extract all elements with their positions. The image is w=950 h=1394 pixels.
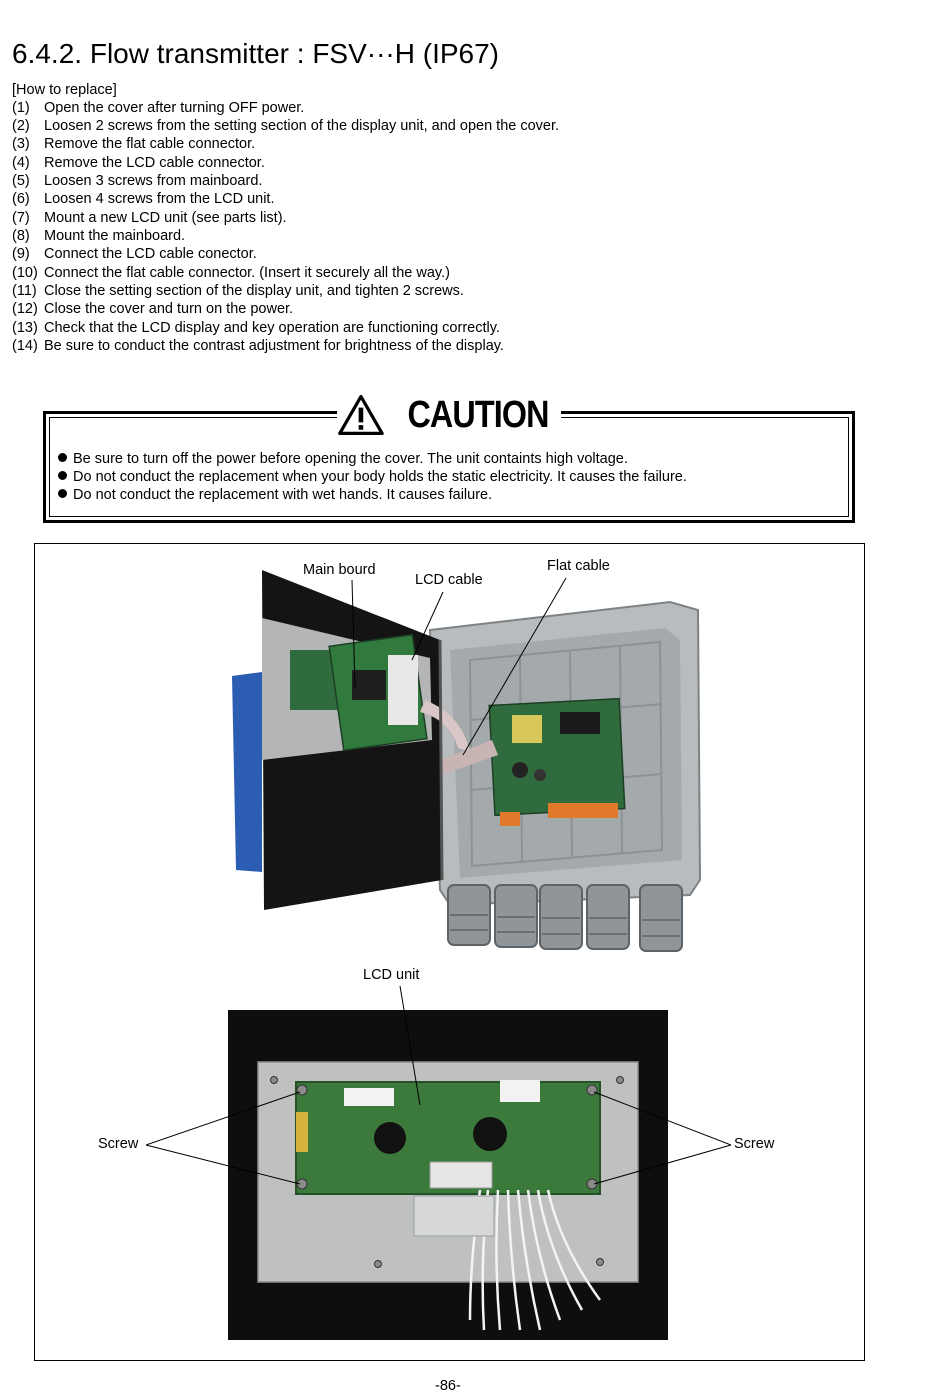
bullet-icon: [58, 471, 67, 480]
step-item: (11)Close the setting section of the dis…: [12, 283, 464, 299]
step-item: (3)Remove the flat cable connector.: [12, 136, 256, 152]
step-item: (4)Remove the LCD cable connector.: [12, 155, 265, 171]
label-lcd-cable: LCD cable: [415, 572, 483, 588]
step-item: (14)Be sure to conduct the contrast adju…: [12, 338, 504, 354]
step-item: (12)Close the cover and turn on the powe…: [12, 301, 294, 317]
step-item: (8)Mount the mainboard.: [12, 228, 186, 244]
label-lcd-unit: LCD unit: [363, 967, 420, 983]
callout-lines-lower: [145, 985, 732, 1185]
page-number: -86-: [435, 1378, 461, 1394]
label-screw-right: Screw: [734, 1136, 775, 1152]
caution-title: CAUTION: [407, 393, 549, 436]
step-item: (2)Loosen 2 screws from the setting sect…: [12, 118, 560, 134]
transmitter-photo: [232, 570, 702, 952]
label-screw-left: Screw: [98, 1136, 139, 1152]
step-item: (5)Loosen 3 screws from mainboard.: [12, 173, 263, 189]
caution-item: Be sure to turn off the power before ope…: [58, 451, 628, 467]
caution-header: CAUTION: [337, 392, 561, 438]
bullet-icon: [58, 489, 67, 498]
warning-triangle-icon: [338, 394, 384, 436]
step-item: (1)Open the cover after turning OFF powe…: [12, 100, 305, 116]
caution-item: Do not conduct the replacement when your…: [58, 469, 687, 485]
label-flat-cable: Flat cable: [547, 558, 610, 574]
page-title: 6.4.2. Flow transmitter : FSV···H (IP67): [12, 38, 499, 69]
lcd-unit-photo: [228, 1010, 668, 1340]
step-item: (13)Check that the LCD display and key o…: [12, 320, 500, 336]
procedure-heading: [How to replace]: [12, 82, 117, 98]
callout-lines-upper: [351, 577, 567, 756]
figure-frame: [34, 543, 865, 1361]
caution-item: Do not conduct the replacement with wet …: [58, 487, 492, 503]
bullet-icon: [58, 453, 67, 462]
step-item: (7)Mount a new LCD unit (see parts list)…: [12, 210, 287, 226]
step-item: (10)Connect the flat cable connector. (I…: [12, 265, 450, 281]
step-item: (9)Connect the LCD cable conector.: [12, 246, 257, 262]
label-main-board: Main bourd: [303, 562, 376, 578]
step-item: (6)Loosen 4 screws from the LCD unit.: [12, 191, 275, 207]
